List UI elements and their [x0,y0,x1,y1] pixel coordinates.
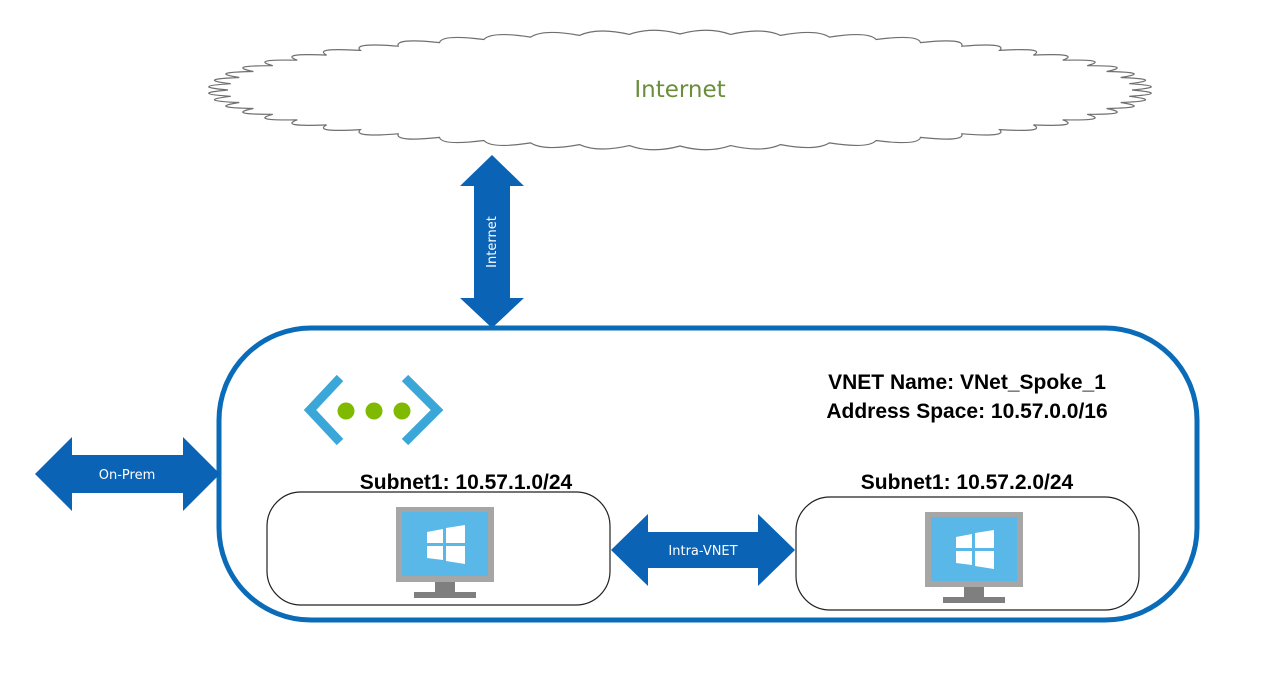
subnet-2-label: Subnet1: 10.57.2.0/24 [861,471,1074,494]
windows-vm-icon [396,507,494,598]
windows-logo-icon [956,530,994,569]
monitor-stand [964,587,984,597]
monitor-base [943,597,1005,603]
cloud-outline [208,29,1152,151]
windows-logo-icon [427,525,465,564]
vnet-icon-dot [393,402,411,420]
monitor-screen [931,517,1017,581]
windows-vm-icon [925,512,1023,603]
vnet-icon [303,374,444,446]
vnet-icon-left-bracket [303,374,344,446]
internet-arrow: Internet [460,155,524,328]
vnet-icon-dot [365,402,383,420]
intra-vnet-arrow: Intra-VNET [611,514,795,586]
subnet-2: Subnet1: 10.57.2.0/24 [795,471,1140,611]
onprem-arrow: On-Prem [35,437,220,511]
monitor-screen [402,512,488,576]
cloud-label: Internet [634,77,725,103]
subnet-1: Subnet1: 10.57.1.0/24 [266,471,611,606]
vnet-icon-right-bracket [401,374,444,446]
intra-vnet-arrow-shape [611,514,795,586]
vnet-name: VNET Name: VNet_Spoke_1 [828,371,1106,394]
internet-arrow-label: Internet [485,216,500,268]
internet-arrow-shape [460,155,524,328]
subnet-1-label: Subnet1: 10.57.1.0/24 [360,471,573,494]
onprem-arrow-label: On-Prem [99,468,156,483]
internet-cloud: Internet [208,29,1152,151]
monitor-stand [435,582,455,592]
vnet-icon-dot [337,402,355,420]
onprem-arrow-shape [35,437,220,511]
vnet-address-space: Address Space: 10.57.0.0/16 [826,400,1107,423]
intra-vnet-arrow-label: Intra-VNET [668,544,737,559]
monitor-base [414,592,476,598]
